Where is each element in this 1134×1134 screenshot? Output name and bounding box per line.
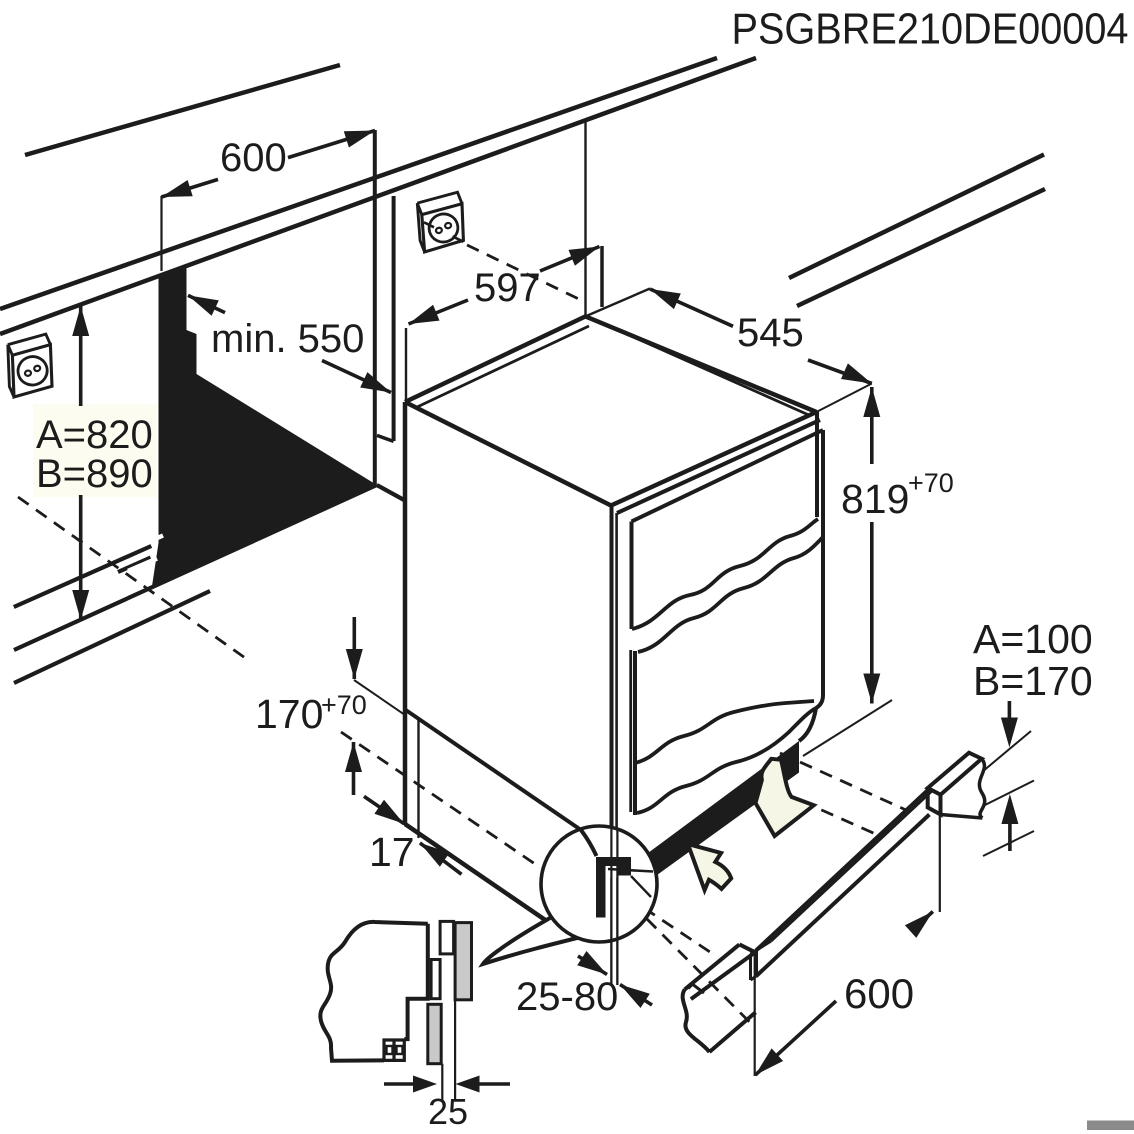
svg-text:819: 819 bbox=[841, 476, 909, 522]
svg-text:+70: +70 bbox=[321, 690, 367, 720]
svg-text:25-80: 25-80 bbox=[516, 975, 618, 1019]
svg-text:B=170: B=170 bbox=[973, 658, 1093, 704]
svg-text:min. 550: min. 550 bbox=[211, 317, 364, 361]
svg-text:600: 600 bbox=[220, 136, 287, 180]
svg-text:597: 597 bbox=[474, 266, 541, 310]
svg-text:25: 25 bbox=[428, 1091, 468, 1132]
svg-text:A=820: A=820 bbox=[36, 413, 153, 457]
svg-text:A=100: A=100 bbox=[973, 616, 1093, 662]
svg-text:545: 545 bbox=[737, 311, 804, 355]
svg-text:170: 170 bbox=[255, 691, 323, 737]
svg-text:PSGBRE210DE00004: PSGBRE210DE00004 bbox=[732, 5, 1129, 54]
svg-text:B=890: B=890 bbox=[36, 452, 153, 496]
svg-text:+70: +70 bbox=[908, 468, 954, 498]
svg-text:17: 17 bbox=[369, 829, 415, 875]
svg-text:600: 600 bbox=[844, 970, 914, 1017]
